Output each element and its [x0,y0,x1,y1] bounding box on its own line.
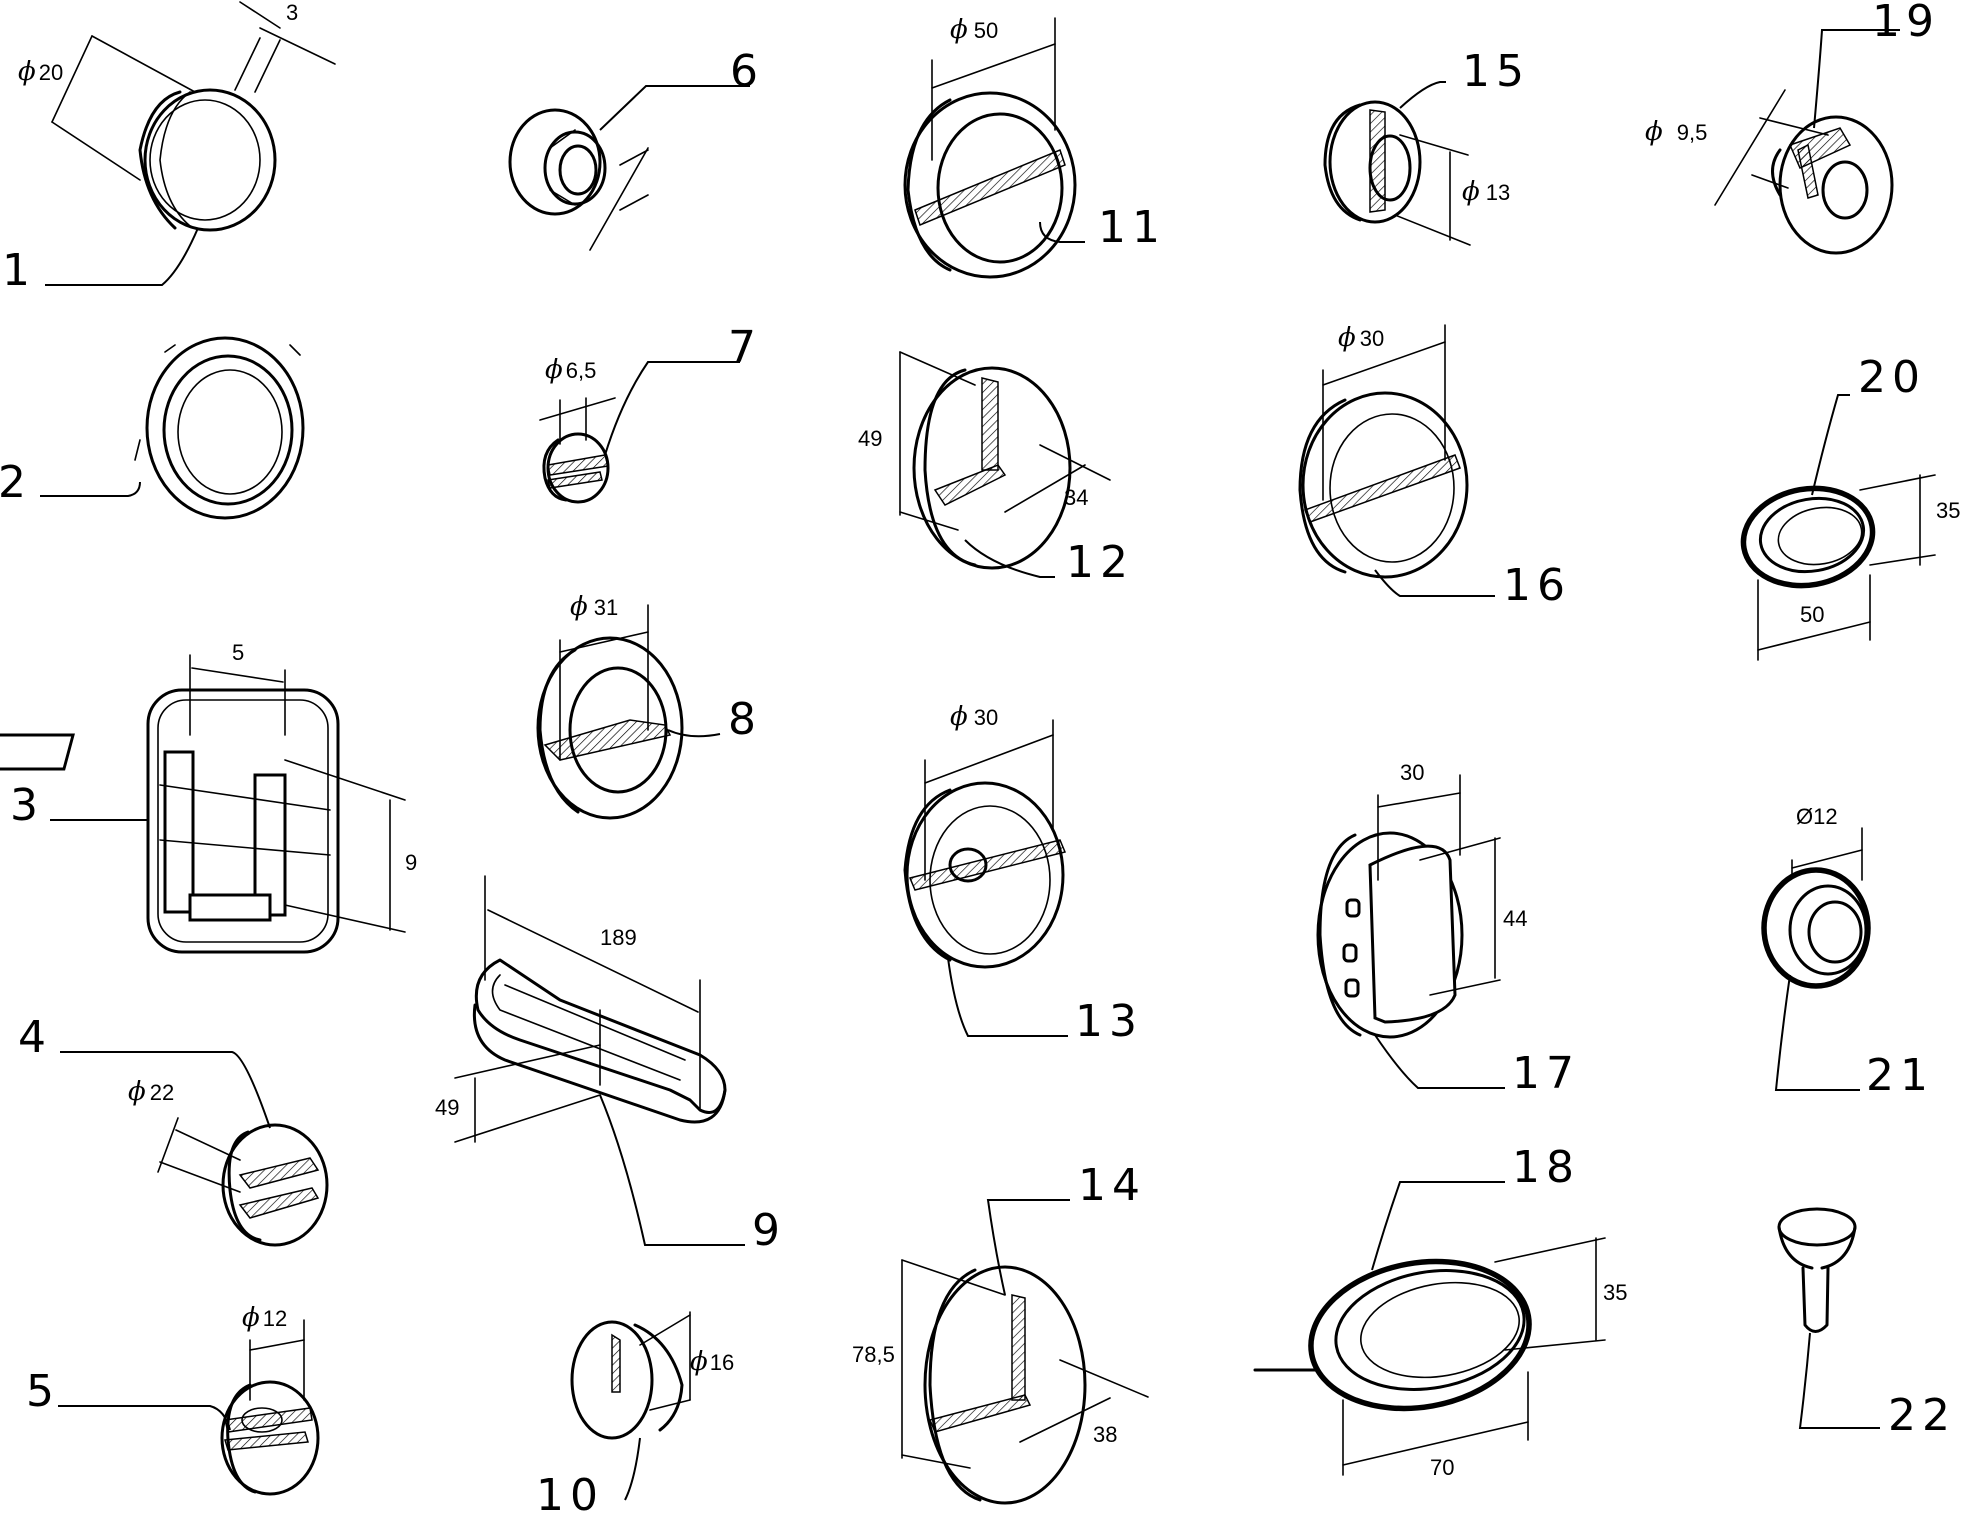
part-number-16: 16 [1503,560,1571,611]
part-16 [1298,324,1495,597]
part-5 [58,1319,320,1496]
dim-14b: 38 [1093,1422,1117,1447]
part-number-17: 17 [1512,1048,1580,1099]
part-13 [903,719,1068,1037]
part-number-10: 10 [536,1470,604,1516]
part-10 [570,1311,691,1501]
part-number-6: 6 [730,46,764,97]
part-9 [454,875,745,1246]
part-8 [536,604,721,820]
part-number-9: 9 [752,1205,786,1256]
part-number-12: 12 [1066,537,1134,588]
dim-18b: 70 [1430,1455,1454,1480]
part-number-21: 21 [1866,1050,1934,1101]
part-7 [539,361,740,504]
part-number-19: 19 [1872,0,1940,47]
part-number-3: 3 [10,780,44,831]
part-number-13: 13 [1075,996,1143,1047]
dim-20a: 35 [1936,498,1960,523]
part-number-4: 4 [18,1012,52,1063]
part-15 [1323,81,1471,246]
part-number-20: 20 [1858,352,1926,403]
part-number-14: 14 [1078,1160,1146,1211]
dim-9a: 189 [600,925,637,950]
part-1 [45,1,336,286]
dim-17b: 44 [1503,906,1527,931]
dim-9b: 49 [435,1095,459,1120]
part-2 [40,336,305,520]
dim-18a: 35 [1603,1280,1627,1305]
part-number-5: 5 [26,1366,60,1417]
dim-21a: Ø12 [1796,804,1838,829]
dim-17a: 30 [1400,760,1424,785]
part-19 [1714,29,1900,255]
dim-12a: 49 [858,426,882,451]
part-3 [0,654,406,954]
part-number-7: 7 [728,322,762,373]
dim-1b: 3 [286,0,298,25]
part-number-18: 18 [1512,1142,1580,1193]
part-4 [60,1051,329,1247]
part-14 [901,1199,1149,1505]
part-18 [1253,1181,1606,1476]
dim-20b: 50 [1800,602,1824,627]
dim-3b: 9 [405,850,417,875]
part-number-2: 2 [0,457,32,508]
dim-12b: 34 [1064,485,1088,510]
part-17 [1316,774,1505,1089]
part-22 [1777,1207,1880,1429]
part-20 [1740,394,1936,661]
dim-3a: 5 [232,640,244,665]
part-number-11: 11 [1098,202,1166,253]
part-number-22: 22 [1888,1390,1956,1441]
part-number-8: 8 [728,694,762,745]
part-21 [1761,827,1871,1091]
part-12 [899,351,1111,578]
part-number-1: 1 [2,245,36,296]
part-number-15: 15 [1462,46,1530,97]
dim-14a: 78,5 [852,1342,895,1367]
dim-10a: ϕ16 [690,1347,734,1377]
part-11 [903,17,1085,279]
part-6 [508,85,750,251]
